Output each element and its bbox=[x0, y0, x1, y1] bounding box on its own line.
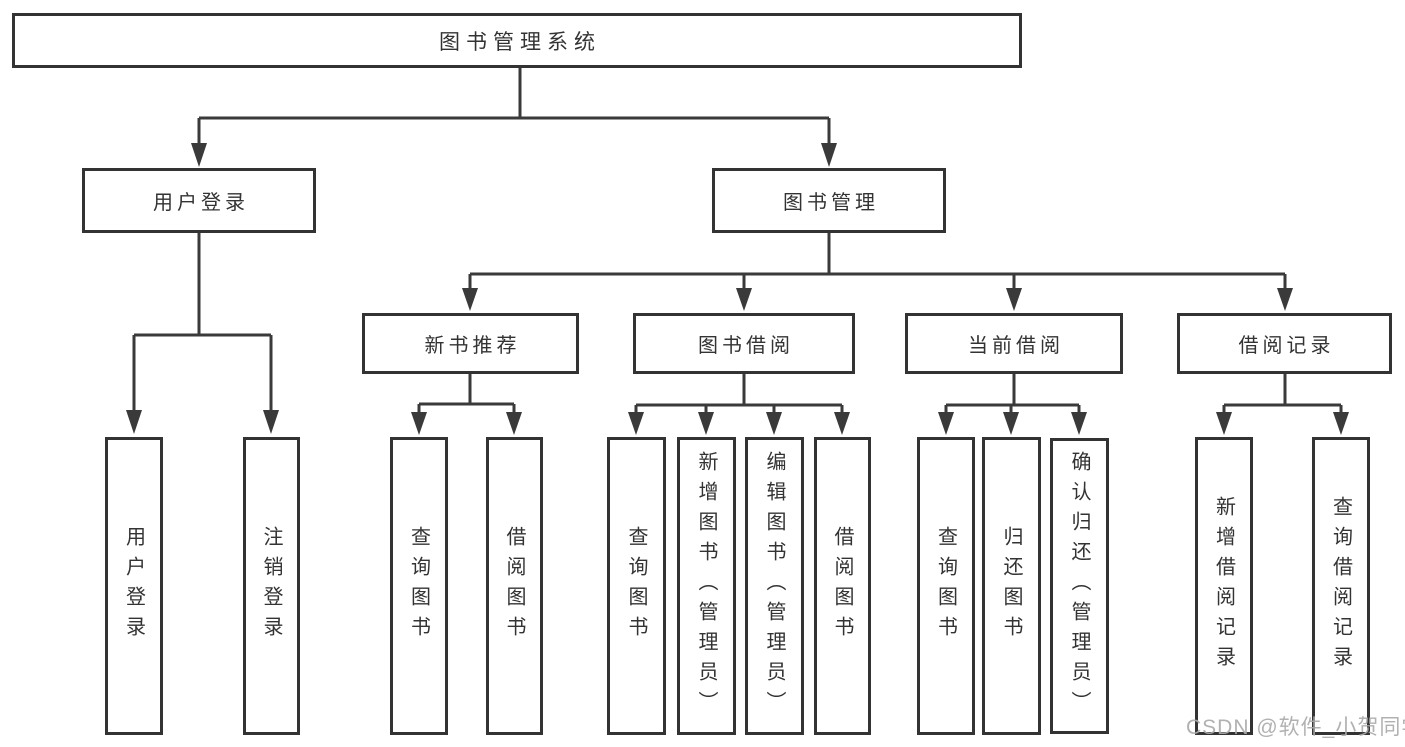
connector-user-login-children bbox=[132, 233, 273, 412]
node-label: 新增图书（管理员） bbox=[695, 451, 717, 721]
leaf-borrow-books-recommend: 借阅图书 bbox=[486, 437, 543, 735]
node-label: 图书管理 bbox=[783, 192, 879, 214]
node-label: 图书借阅 bbox=[698, 335, 794, 357]
node-label: 查询图书 bbox=[407, 526, 430, 646]
arrowhead bbox=[834, 412, 850, 435]
node-label: 用户登录 bbox=[122, 526, 145, 646]
leaf-confirm-return-admin: 确认归还（管理员） bbox=[1050, 438, 1109, 734]
arrowhead bbox=[1003, 412, 1019, 435]
node-label: 确认归还（管理员） bbox=[1068, 451, 1090, 721]
node-label: 当前借阅 bbox=[968, 335, 1064, 357]
node-label: 归还图书 bbox=[1000, 526, 1022, 646]
node-label: 用户登录 bbox=[153, 192, 249, 214]
node-label: 注销登录 bbox=[260, 526, 282, 646]
arrowhead bbox=[126, 410, 142, 434]
leaf-query-books-borrow: 查询图书 bbox=[607, 437, 666, 735]
node-label: 查询借阅记录 bbox=[1329, 496, 1352, 676]
arrowhead bbox=[698, 412, 714, 435]
leaf-logout: 注销登录 bbox=[243, 437, 300, 735]
node-new-book-recommend: 新书推荐 bbox=[362, 313, 579, 374]
connector-book-borrow-children bbox=[634, 374, 844, 414]
node-user-login: 用户登录 bbox=[82, 168, 316, 233]
connector-borrow-records-children bbox=[1222, 374, 1343, 414]
arrowheads bbox=[126, 143, 1349, 435]
arrowhead bbox=[263, 410, 279, 434]
leaf-return-books: 归还图书 bbox=[982, 437, 1041, 735]
arrowhead bbox=[1277, 288, 1293, 311]
node-borrow-records: 借阅记录 bbox=[1177, 313, 1392, 374]
node-label: 新书推荐 bbox=[424, 335, 521, 357]
node-current-borrow: 当前借阅 bbox=[905, 313, 1123, 374]
connector-book-management-children bbox=[468, 233, 1287, 290]
connector-root-to-level2 bbox=[197, 67, 831, 146]
arrowhead bbox=[628, 412, 644, 435]
leaf-query-books-recommend: 查询图书 bbox=[390, 437, 448, 735]
node-book-management: 图书管理 bbox=[712, 168, 946, 233]
node-label: 查询图书 bbox=[625, 526, 647, 646]
arrowhead bbox=[736, 288, 752, 311]
node-label: 借阅记录 bbox=[1238, 335, 1335, 357]
node-book-management-system: 图书管理系统 bbox=[12, 13, 1022, 68]
connector-current-borrow-children bbox=[944, 374, 1081, 414]
leaf-add-borrow-record: 新增借阅记录 bbox=[1195, 437, 1253, 735]
node-label: 查询图书 bbox=[934, 526, 957, 646]
leaf-add-books-admin: 新增图书（管理员） bbox=[677, 437, 736, 735]
node-label: 图书管理系统 bbox=[439, 30, 601, 54]
leaf-query-books-current: 查询图书 bbox=[917, 437, 975, 735]
arrowhead bbox=[462, 288, 478, 311]
node-label: 借阅图书 bbox=[831, 526, 853, 646]
leaf-edit-books-admin: 编辑图书（管理员） bbox=[745, 437, 804, 735]
arrowhead bbox=[1071, 412, 1087, 435]
arrowhead bbox=[938, 412, 954, 435]
node-label: 新增借阅记录 bbox=[1212, 496, 1235, 676]
arrowhead bbox=[1333, 412, 1349, 435]
arrowhead bbox=[1216, 412, 1232, 435]
node-label: 借阅图书 bbox=[503, 526, 525, 646]
arrowhead bbox=[766, 412, 782, 435]
arrowhead bbox=[1006, 288, 1022, 311]
connector-new-book-recommend-children bbox=[417, 374, 516, 414]
arrowhead bbox=[506, 412, 522, 435]
arrowhead bbox=[191, 143, 207, 167]
leaf-query-borrow-record: 查询借阅记录 bbox=[1312, 437, 1370, 735]
csdn-watermark: CSDN @软件_小贺同学 bbox=[1186, 716, 1405, 739]
node-label: 编辑图书（管理员） bbox=[763, 451, 785, 721]
leaf-user-login: 用户登录 bbox=[105, 437, 163, 735]
node-book-borrow: 图书借阅 bbox=[633, 313, 855, 374]
arrowhead bbox=[411, 412, 427, 435]
leaf-borrow-books: 借阅图书 bbox=[814, 437, 871, 735]
arrowhead bbox=[821, 143, 837, 167]
